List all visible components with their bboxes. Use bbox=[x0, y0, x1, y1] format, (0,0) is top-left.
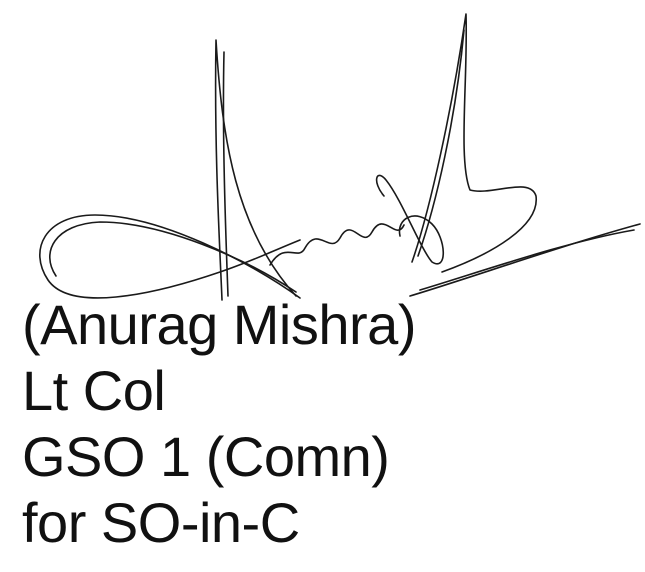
signature-stroke-small-loop bbox=[375, 174, 444, 265]
signature-stroke-wave bbox=[269, 223, 405, 266]
signatory-rank: Lt Col bbox=[22, 359, 166, 422]
signature-stroke-peak-1-echo bbox=[222, 51, 229, 297]
signatory-name: (Anurag Mishra) bbox=[22, 293, 416, 356]
signature-stroke-peak-2-echo bbox=[417, 29, 465, 257]
signature-stroke-loop bbox=[39, 214, 301, 299]
signatory-on-behalf-of: for SO-in-C bbox=[22, 491, 300, 554]
signature-stroke-tail-echo bbox=[419, 229, 635, 291]
signature-stroke-tail bbox=[409, 223, 641, 297]
signature-stroke-loop-echo bbox=[49, 221, 297, 293]
signatory-appointment: GSO 1 (Comn) bbox=[22, 425, 390, 488]
signature-stroke-peak-1 bbox=[214, 39, 297, 301]
signature-stroke-peak-2 bbox=[411, 13, 537, 273]
handwritten-signature bbox=[39, 13, 641, 301]
signatory-block: (Anurag Mishra) Lt Col GSO 1 (Comn) for … bbox=[22, 292, 416, 556]
